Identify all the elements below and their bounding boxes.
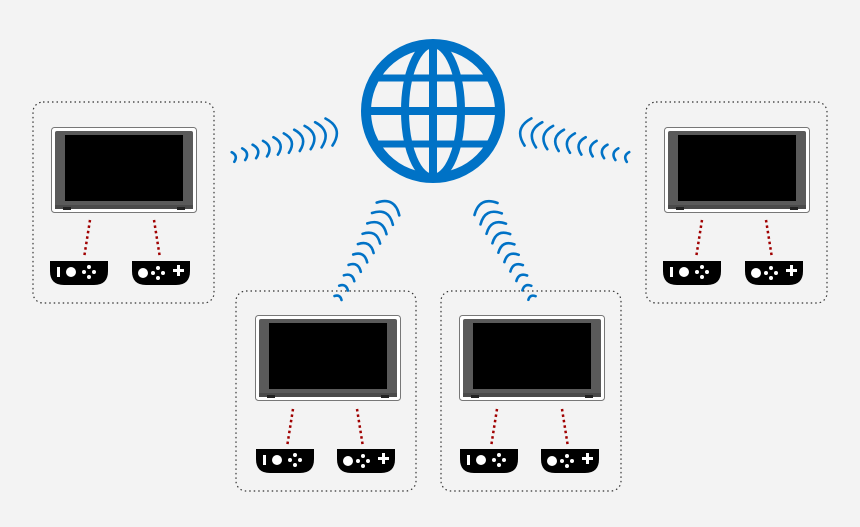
- signal-arc: [240, 147, 249, 162]
- left-controller-icon: [50, 261, 108, 285]
- console-icon: [459, 315, 605, 401]
- signal-arc: [342, 273, 356, 283]
- signal-arc: [282, 132, 294, 155]
- controller-link: [152, 219, 162, 259]
- signal-arc: [612, 147, 620, 162]
- signal-arc: [370, 210, 395, 227]
- controller-link: [82, 219, 92, 259]
- node-group-border: [440, 290, 622, 492]
- right-controller-icon: [337, 449, 395, 473]
- signal-arc: [261, 139, 271, 158]
- signal-arc: [351, 252, 369, 264]
- node-group-border: [32, 101, 215, 304]
- node-bottom-center-right: [440, 290, 622, 492]
- globe-icon: [361, 39, 505, 183]
- signal-arc: [313, 120, 327, 149]
- console-icon: [51, 127, 197, 213]
- signal-arc: [509, 262, 525, 273]
- node-top-right: [645, 101, 828, 304]
- console-icon: [664, 127, 810, 213]
- signal-arc: [272, 135, 282, 156]
- signal-arc: [521, 283, 533, 292]
- node-group-border: [645, 101, 828, 304]
- signal-arc: [491, 231, 512, 245]
- signal-arc: [485, 220, 508, 236]
- signal-arc: [479, 210, 504, 226]
- controller-link: [489, 408, 499, 448]
- signal-arc: [361, 231, 382, 245]
- node-bottom-center-left: [235, 290, 417, 492]
- signal-arc: [473, 199, 499, 217]
- signal-arc: [577, 135, 587, 156]
- signal-arc: [337, 283, 350, 292]
- signal-arc: [347, 262, 363, 274]
- console-icon: [255, 315, 401, 401]
- signal-arc: [515, 273, 529, 283]
- right-controller-icon: [745, 261, 803, 285]
- signal-arc: [356, 241, 375, 255]
- left-controller-icon: [256, 449, 314, 473]
- controller-link: [694, 219, 704, 259]
- wireless-signals: [230, 117, 631, 302]
- controller-link: [764, 219, 774, 259]
- signal-arc: [542, 124, 555, 151]
- right-controller-icon: [132, 261, 190, 285]
- left-controller-icon: [663, 261, 721, 285]
- signal-arc: [333, 294, 343, 302]
- signal-arc: [565, 132, 577, 155]
- signal-arc: [324, 117, 339, 147]
- controller-link: [285, 408, 295, 448]
- signal-arc: [230, 150, 238, 164]
- controller-link: [355, 408, 365, 448]
- signal-arc: [251, 143, 260, 160]
- signal-arc: [503, 252, 520, 264]
- right-controller-icon: [541, 449, 599, 473]
- signal-arc: [497, 241, 516, 254]
- signal-arc: [366, 220, 388, 236]
- node-group-border: [235, 290, 417, 492]
- signal-arc: [518, 117, 533, 147]
- controller-link: [560, 408, 570, 448]
- signal-arc: [530, 120, 544, 149]
- signal-arc: [292, 128, 305, 153]
- signal-arc: [375, 199, 401, 217]
- signal-arc: [623, 150, 631, 164]
- signal-arc: [588, 139, 598, 158]
- node-top-left: [32, 101, 215, 304]
- signal-arc: [303, 124, 316, 151]
- signal-arc: [600, 143, 609, 160]
- left-controller-icon: [460, 449, 518, 473]
- signal-arc: [553, 128, 566, 153]
- signal-arc: [527, 294, 537, 302]
